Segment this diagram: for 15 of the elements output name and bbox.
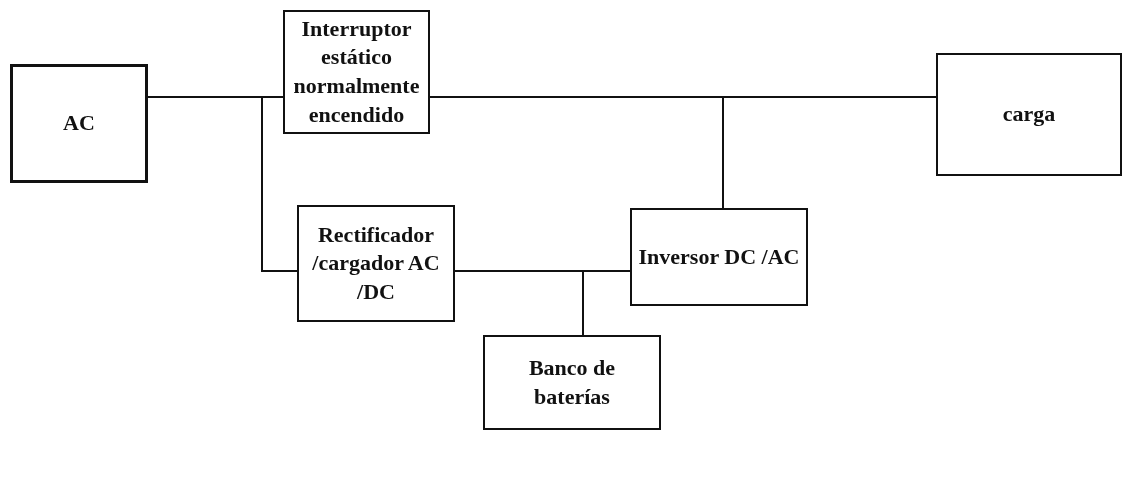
connector-line [147,96,298,272]
block-label: Banco de baterías [527,353,617,411]
block-box [297,205,455,322]
connector-line [582,270,631,336]
block-label: carga [1001,100,1057,129]
block-box [936,53,1122,176]
block-box [483,335,661,430]
block-label: Interruptor estático normalmente encendido [292,14,421,129]
block-box [10,64,148,183]
block-box [630,208,808,306]
block-label: AC [62,109,96,138]
block-label: Rectificador /cargador AC /DC [311,220,441,306]
connector-line [722,96,937,209]
block-box [283,10,430,134]
block-label: Inversor DC /AC [637,242,801,271]
